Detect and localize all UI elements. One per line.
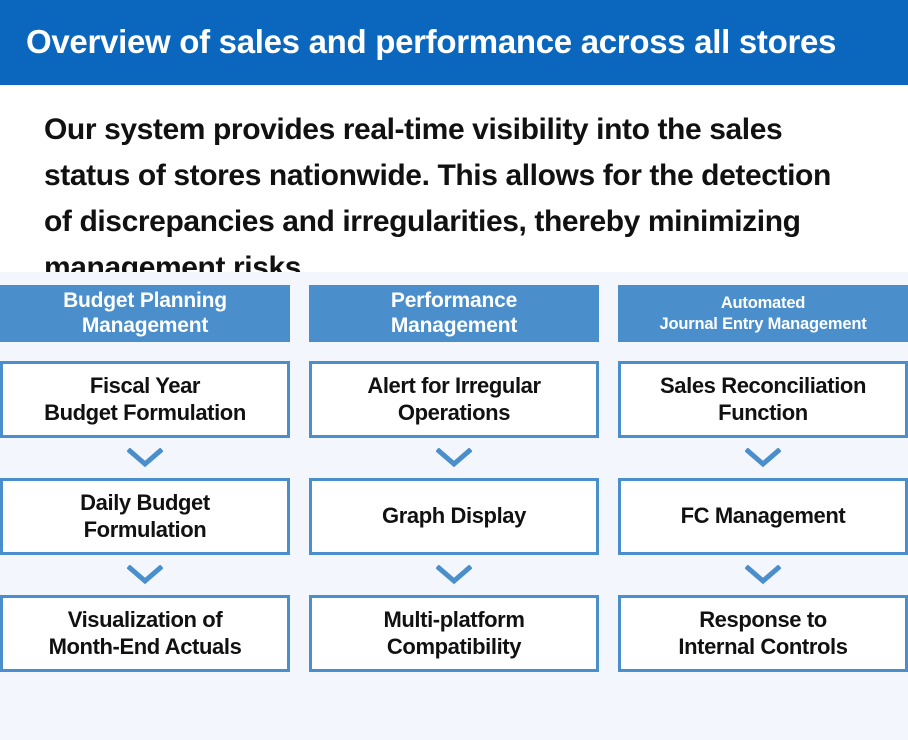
- flow-arrow-2: [309, 555, 599, 595]
- spacer: [618, 342, 908, 361]
- node-daily-budget-formulation[interactable]: Daily Budget Formulation: [0, 478, 290, 555]
- column-header-line1: Automated: [720, 293, 806, 312]
- node-visualization-month-end-actuals[interactable]: Visualization of Month-End Actuals: [0, 595, 290, 672]
- intro-paragraph: Our system provides real-time visibility…: [44, 113, 831, 284]
- node-line2: Formulation: [83, 516, 207, 542]
- chevron-down-icon: [436, 565, 472, 585]
- node-line2: Budget Formulation: [44, 399, 246, 425]
- spacer: [0, 342, 290, 361]
- page-title: Overview of sales and performance across…: [26, 23, 837, 61]
- node-fiscal-year-budget-formulation[interactable]: Fiscal Year Budget Formulation: [0, 361, 290, 438]
- capability-matrix: Budget Planning Management Fiscal Year B…: [0, 272, 908, 740]
- flow-arrow-1: [309, 438, 599, 478]
- node-multi-platform-compatibility[interactable]: Multi-platform Compatibility: [309, 595, 599, 672]
- chevron-down-icon: [436, 448, 472, 468]
- node-line2: Operations: [397, 399, 511, 425]
- flow-arrow-2: [0, 555, 290, 595]
- node-line1: Visualization of: [67, 607, 223, 633]
- node-line1: Response to: [699, 607, 827, 633]
- node-fc-management[interactable]: FC Management: [618, 478, 908, 555]
- column-header-line1: Performance: [390, 289, 518, 313]
- node-line1: Sales Reconciliation: [660, 373, 866, 399]
- node-response-to-internal-controls[interactable]: Response to Internal Controls: [618, 595, 908, 672]
- node-line2: Function: [718, 399, 808, 425]
- node-graph-display[interactable]: Graph Display: [309, 478, 599, 555]
- chevron-down-icon: [127, 565, 163, 585]
- node-alert-for-irregular-operations[interactable]: Alert for Irregular Operations: [309, 361, 599, 438]
- node-line1: FC Management: [680, 503, 846, 529]
- flow-arrow-1: [0, 438, 290, 478]
- header-banner: Overview of sales and performance across…: [0, 0, 908, 85]
- column-header-line2: Management: [390, 313, 518, 337]
- flow-arrow-1: [618, 438, 908, 478]
- column-header-automated-journal-entry: Automated Journal Entry Management: [618, 285, 908, 342]
- column-header-line1: Budget Planning: [63, 289, 227, 313]
- node-line2: Month-End Actuals: [48, 633, 242, 659]
- intro-section: Our system provides real-time visibility…: [0, 85, 908, 284]
- node-line1: Graph Display: [382, 503, 526, 529]
- matrix-bottom-spacer: [0, 672, 908, 740]
- column-header-line2: Journal Entry Management: [659, 314, 867, 333]
- column-header-performance: Performance Management: [309, 285, 599, 342]
- column-header-line2: Management: [81, 313, 209, 337]
- matrix-column-budget-planning: Budget Planning Management Fiscal Year B…: [0, 285, 290, 672]
- column-header-budget-planning: Budget Planning Management: [0, 285, 290, 342]
- node-line1: Alert for Irregular: [367, 373, 541, 399]
- node-line1: Multi-platform: [383, 607, 525, 633]
- spacer: [309, 342, 599, 361]
- node-line2: Internal Controls: [678, 633, 848, 659]
- matrix-column-performance: Performance Management Alert for Irregul…: [309, 285, 599, 672]
- node-line2: Compatibility: [386, 633, 522, 659]
- node-line1: Daily Budget: [80, 490, 210, 516]
- node-line1: Fiscal Year: [89, 373, 201, 399]
- chevron-down-icon: [745, 448, 781, 468]
- node-sales-reconciliation-function[interactable]: Sales Reconciliation Function: [618, 361, 908, 438]
- flow-arrow-2: [618, 555, 908, 595]
- chevron-down-icon: [745, 565, 781, 585]
- matrix-column-automated-journal-entry: Automated Journal Entry Management Sales…: [618, 285, 908, 672]
- matrix-columns: Budget Planning Management Fiscal Year B…: [0, 285, 908, 672]
- chevron-down-icon: [127, 448, 163, 468]
